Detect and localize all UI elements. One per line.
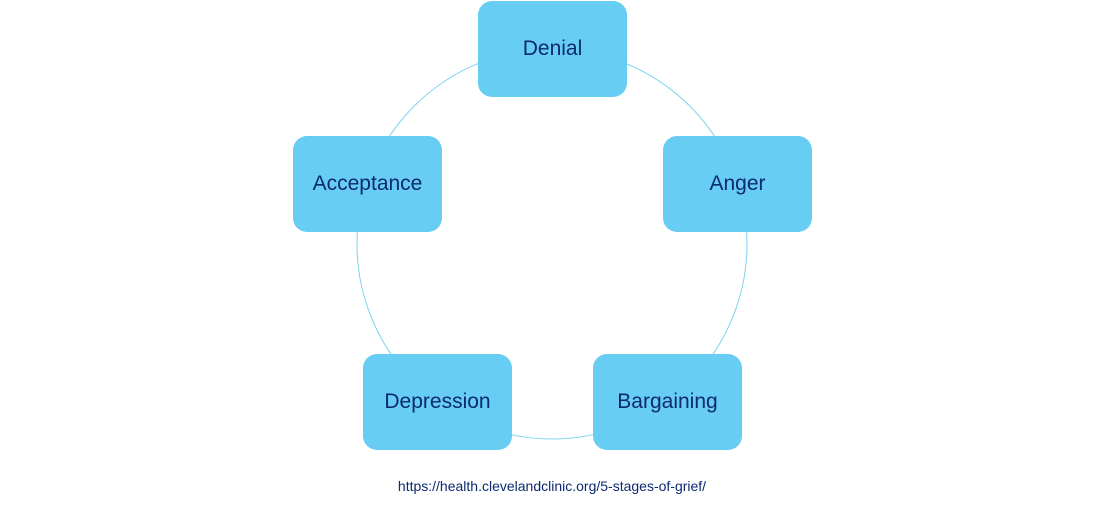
- stage-depression-label: Depression: [384, 390, 491, 413]
- stage-depression: Depression: [363, 354, 512, 450]
- source-url: https://health.clevelandclinic.org/5-sta…: [397, 478, 707, 494]
- stage-acceptance-label: Acceptance: [312, 172, 423, 195]
- stage-anger-label: Anger: [709, 172, 766, 195]
- stage-denial-label: Denial: [522, 37, 583, 60]
- stage-acceptance: Acceptance: [293, 136, 442, 232]
- stage-denial: Denial: [478, 1, 627, 97]
- stage-bargaining: Bargaining: [593, 354, 742, 450]
- stage-bargaining-label: Bargaining: [617, 390, 718, 413]
- stage-anger: Anger: [663, 136, 812, 232]
